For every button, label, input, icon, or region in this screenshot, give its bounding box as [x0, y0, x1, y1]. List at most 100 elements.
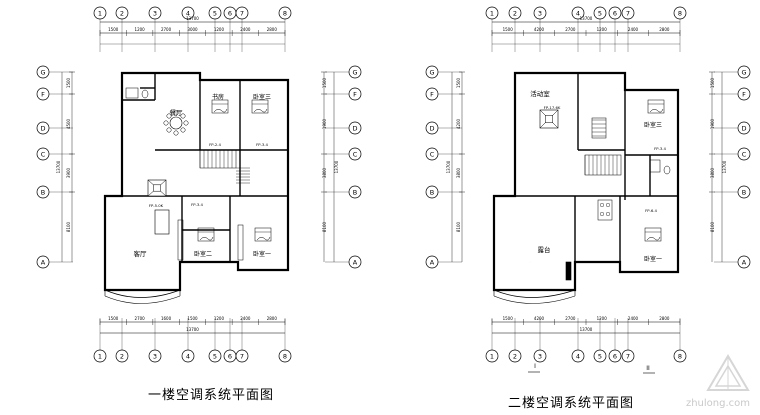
staircase [199, 149, 250, 184]
axis-bubble-top-label: 6 [613, 10, 617, 18]
stair-upper [591, 117, 607, 139]
axis-bubble-top-label: 2 [120, 10, 124, 18]
axis-bubble-left-label: C [430, 151, 435, 159]
axis-bubble-top-label: 5 [598, 10, 602, 18]
dim-top: 1200 [214, 27, 225, 32]
dim-overall-bottom: 13700 [186, 327, 199, 332]
axis-bubble-right-label: A [742, 259, 747, 267]
bed-frame [644, 227, 662, 242]
dim-bottom: 2800 [267, 316, 278, 321]
dim-top: 1200 [597, 27, 608, 32]
dim-top: 2800 [659, 27, 670, 32]
column [565, 261, 572, 281]
room-label-bedroom3: 卧室三 [253, 93, 271, 101]
axis-bubble-left-label: B [41, 189, 45, 197]
axis-bubble-top-label: 3 [538, 10, 542, 18]
dim-left: 1500 [66, 77, 71, 88]
axis-bubble-bottom-label: 4 [576, 353, 580, 361]
table-top [169, 116, 183, 130]
axis-bubble-bottom-label: 6 [613, 353, 617, 361]
dim-left-overall: 13700 [446, 160, 451, 173]
bed-bedroom3 [251, 99, 269, 114]
bay-window-arc [493, 295, 576, 304]
dim-bottom: 2700 [135, 316, 146, 321]
bed-cover [649, 108, 664, 113]
dim-bottom: 1200 [597, 316, 608, 321]
axis-bubble-right-label: G [352, 69, 357, 77]
dim-right: 1900 [710, 118, 715, 129]
chair [163, 120, 169, 126]
dim-top: 4200 [534, 27, 545, 32]
bed-frame [251, 99, 269, 114]
bed-study [211, 99, 229, 114]
axis-bubble-bottom-label: 1 [490, 353, 494, 361]
unit-label: FP-3.4 [256, 142, 268, 147]
axis-bubble-bottom-label: 8 [283, 353, 287, 361]
dim-right-overall: 13700 [334, 160, 339, 173]
room-label-bedroom3: 卧室三 [644, 121, 662, 129]
dim-top: 2400 [240, 27, 251, 32]
bay-window-arc [104, 289, 181, 298]
toilet [663, 165, 671, 175]
axis-bubble-bottom-label: 6 [228, 353, 232, 361]
axis-bubble-bottom-label: 5 [213, 353, 217, 361]
sofa [154, 209, 170, 235]
chair [180, 127, 186, 133]
room-label-living: 客厅 [134, 249, 148, 258]
axis-bubble-bottom-label: 7 [240, 353, 244, 361]
bed-bedroom2 [197, 227, 215, 242]
axis-bubble-bottom-label: 8 [678, 353, 682, 361]
first-floor-title: 一楼空调系统平面图 [148, 388, 275, 403]
room-label-activity: 活动室 [530, 89, 550, 98]
dim-bottom: 2400 [240, 316, 251, 321]
axis-bubble-left-label: A [430, 259, 435, 267]
axis-bubble-right-label: F [353, 91, 357, 99]
burner [600, 211, 605, 216]
axis-bubble-right-label: B [742, 189, 746, 197]
room-label-terrace: 露台 [538, 245, 551, 254]
room-label-dining: 餐厅 [170, 108, 184, 117]
room-label-study: 书房 [212, 93, 224, 101]
dim-left: 4500 [66, 118, 71, 129]
axis-bubble-right-label: D [741, 125, 746, 133]
unit-label: FP-5.0K [149, 203, 164, 208]
dim-bottom: 1600 [161, 316, 172, 321]
dim-top: 1500 [503, 27, 514, 32]
duct [177, 219, 184, 261]
unit-label: FP-6.4 [645, 208, 657, 213]
ac-unit-activity [539, 109, 559, 129]
axis-bubble-top-label: 2 [513, 10, 517, 18]
bed-bedroom1 [644, 227, 662, 242]
axis-bubble-right-label: D [352, 125, 357, 133]
stair-outline [199, 149, 237, 169]
axis-bubble-bottom-label: 2 [120, 353, 124, 361]
dining-table [163, 110, 189, 136]
unit-label: FP-2.4 [209, 142, 221, 147]
axis-bubble-top-label: 1 [490, 10, 494, 18]
axis-bubble-bottom-label: 3 [538, 353, 542, 361]
axis-bubble-bottom-label: 3 [153, 353, 157, 361]
axis-bubble-right-label: F [742, 91, 746, 99]
dim-left-overall: 13700 [56, 160, 61, 173]
bed-cover [646, 236, 661, 241]
room-label-bedroom1: 卧室一 [253, 250, 271, 258]
dim-bottom: 1500 [108, 316, 119, 321]
axis-bubble-top-label: 4 [186, 10, 190, 18]
axis-bubble-bottom-label: 7 [626, 353, 630, 361]
bed-frame [254, 227, 272, 242]
second-floor-title: 二楼空调系统平面图 [508, 396, 635, 411]
axis-bubble-right-label: C [353, 151, 358, 159]
axis-bubble-left-label: F [41, 91, 45, 99]
axis-bubble-left-label: B [430, 189, 434, 197]
counter [597, 199, 613, 221]
bathtub [125, 87, 139, 99]
dim-left: 8100 [456, 221, 461, 232]
axis-bubble-left-label: A [41, 259, 46, 267]
chair [173, 110, 179, 116]
dim-right: 8100 [322, 221, 327, 232]
dim-bottom: 4200 [534, 316, 545, 321]
axis-bubble-top-label: 8 [283, 10, 287, 18]
axis-bubble-top-label: 8 [678, 10, 682, 18]
axis-bubble-right-label: C [742, 151, 747, 159]
